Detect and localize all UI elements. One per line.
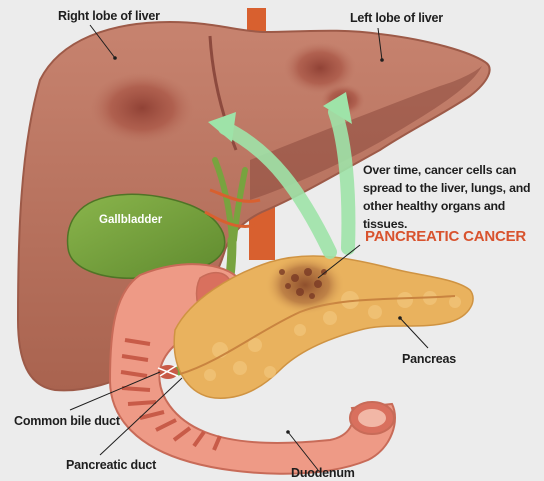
spread-arrow-left: [335, 112, 348, 248]
label-pancreatic-duct: Pancreatic duct: [66, 458, 156, 472]
ampulla: [158, 365, 178, 379]
label-pancreas: Pancreas: [402, 352, 456, 366]
label-common-bile-duct: Common bile duct: [14, 414, 120, 428]
leader-dot-pancreas: [398, 316, 402, 320]
label-gallbladder: Gallbladder: [99, 214, 162, 226]
label-right-lobe: Right lobe of liver: [58, 9, 160, 23]
duodenum-lumen: [358, 409, 386, 427]
label-left-lobe: Left lobe of liver: [350, 11, 443, 25]
leader-dot-left-lobe: [380, 58, 384, 62]
label-duodenum: Duodenum: [291, 466, 355, 480]
leader-dot-duodenum: [286, 430, 290, 434]
diagram-title: PANCREATIC CANCER: [365, 228, 526, 245]
spread-caption: Over time, cancer cells can spread to th…: [363, 161, 541, 233]
leader-dot-right-lobe: [113, 56, 117, 60]
pancreatic-tumor: [265, 255, 345, 315]
liver-tumor-right: [90, 72, 194, 144]
